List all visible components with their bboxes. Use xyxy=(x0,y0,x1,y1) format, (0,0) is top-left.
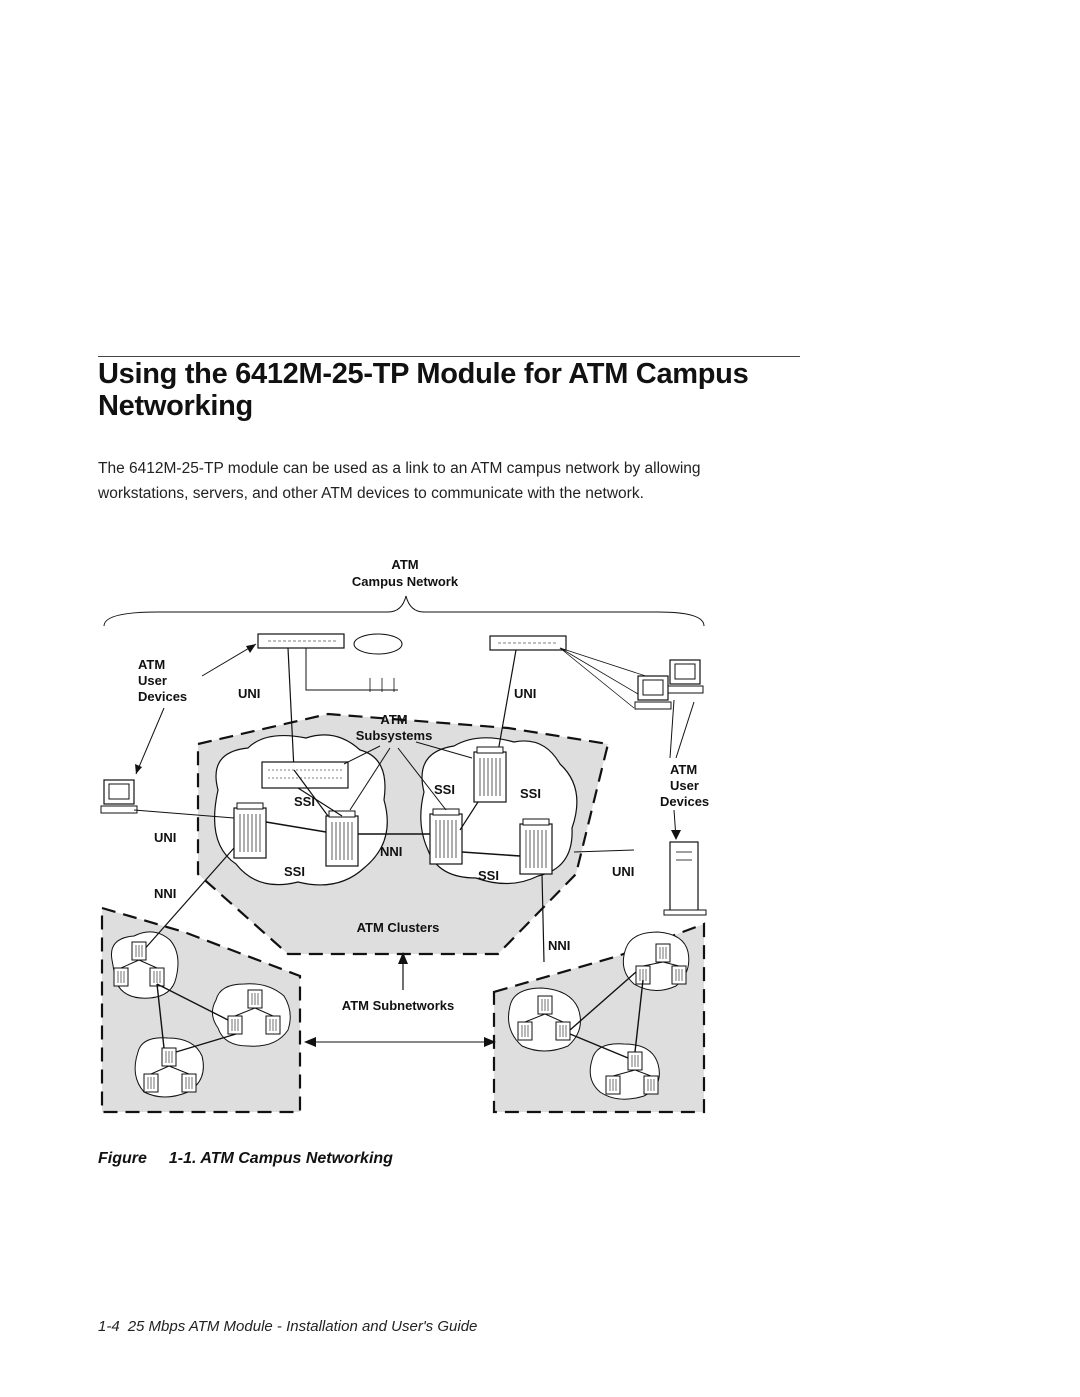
section-title: Using the 6412M-25-TP Module for ATM Cam… xyxy=(98,358,749,422)
rack-chassis xyxy=(261,761,349,789)
nni-label-right: NNI xyxy=(548,938,570,953)
user-devices-left-2: User xyxy=(138,673,167,688)
intro-paragraph: The 6412M-25-TP module can be used as a … xyxy=(98,460,701,502)
ssi-label-c: SSI xyxy=(520,786,541,801)
subsystems-label-2: Subsystems xyxy=(356,728,433,743)
uni-label-left-mid: UNI xyxy=(154,830,176,845)
footer-text: 25 Mbps ATM Module - Installation and Us… xyxy=(127,1318,478,1335)
user-devices-left-1: ATM xyxy=(138,657,165,672)
user-devices-right-2: User xyxy=(670,778,699,793)
ssi-label-e: SSI xyxy=(478,868,499,883)
subsystems-label-1: ATM xyxy=(380,712,407,727)
atm-campus-diagram: ATM Campus Network ATM User Devices ATM xyxy=(100,557,709,1114)
uni-label-right-mid: UNI xyxy=(612,864,634,879)
ssi-label-d: SSI xyxy=(284,864,305,879)
subnetworks-label: ATM Subnetworks xyxy=(342,998,454,1013)
server-tower xyxy=(669,841,699,913)
page-footer: 1-4 25 Mbps ATM Module - Installation and… xyxy=(98,1318,477,1335)
figure-title: ATM Campus Networking xyxy=(200,1150,393,1167)
campus-label-1: ATM xyxy=(391,557,418,572)
clusters-label: ATM Clusters xyxy=(357,920,440,935)
user-devices-left-3: Devices xyxy=(138,689,187,704)
figure-label: Figure xyxy=(98,1150,147,1167)
nni-label-left: NNI xyxy=(154,886,176,901)
nni-label-center: NNI xyxy=(380,844,402,859)
figure-number: 1-1. xyxy=(168,1150,197,1167)
user-devices-right-1: ATM xyxy=(670,762,697,777)
user-devices-right-3: Devices xyxy=(660,794,709,809)
figure-caption: Figure 1-1. ATM Campus Networking xyxy=(98,1150,393,1168)
top-ring xyxy=(353,633,403,655)
ssi-label-a: SSI xyxy=(294,794,315,809)
ssi-label-b: SSI xyxy=(434,782,455,797)
page-number: 1-4 xyxy=(98,1318,120,1335)
uni-label-right-top: UNI xyxy=(514,686,536,701)
section-rule xyxy=(98,356,800,357)
campus-label-2: Campus Network xyxy=(352,574,459,589)
uni-label-left-top: UNI xyxy=(238,686,260,701)
